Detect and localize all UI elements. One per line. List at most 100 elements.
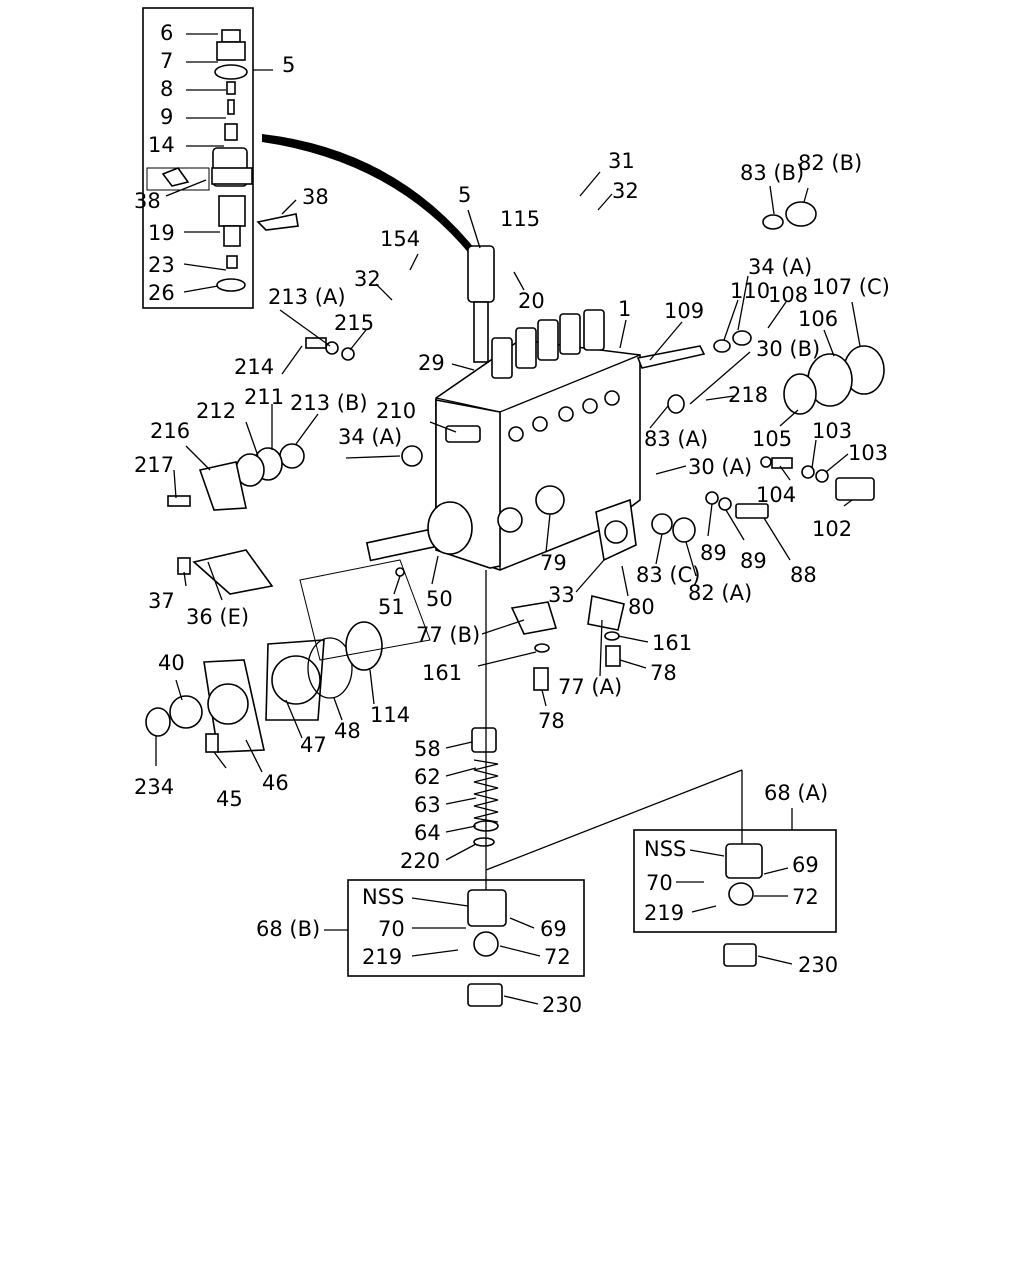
part-label: 62 (414, 765, 441, 789)
part-label: 89 (740, 549, 767, 573)
part-label: 30 (B) (756, 337, 820, 361)
part-label: 78 (650, 661, 677, 685)
part-label: 19 (148, 221, 175, 245)
part-label: 36 (E) (186, 605, 249, 629)
part-label: 115 (500, 207, 540, 231)
part-label: 103 (812, 419, 852, 443)
part-label: 219 (362, 945, 402, 969)
part-label: 70 (646, 871, 673, 895)
part-label: 83 (A) (644, 427, 708, 451)
part-label: 29 (418, 351, 445, 375)
leader-lines (155, 33, 861, 1005)
part-label: 213 (A) (268, 285, 346, 309)
part-label: NSS (644, 837, 686, 861)
part-label: 77 (A) (558, 675, 622, 699)
part-label: 38 (302, 185, 329, 209)
part-label: 80 (628, 595, 655, 619)
part-label: 64 (414, 821, 441, 845)
part-label: 45 (216, 787, 243, 811)
part-label: 9 (160, 105, 173, 129)
part-label: 216 (150, 419, 190, 443)
part-label: 217 (134, 453, 174, 477)
part-label: 14 (148, 133, 175, 157)
part-label: 20 (518, 289, 545, 313)
drive-parts (145, 559, 431, 753)
part-label: 211 (244, 385, 284, 409)
part-label: 23 (148, 253, 175, 277)
governor-parts (636, 201, 885, 543)
part-label: 88 (790, 563, 817, 587)
part-label: 30 (A) (688, 455, 752, 479)
part-label: 40 (158, 651, 185, 675)
part-label: NSS (362, 885, 404, 909)
part-label: 68 (A) (764, 781, 828, 805)
part-label: 6 (160, 21, 173, 45)
part-label: 70 (378, 917, 405, 941)
part-label: 83 (C) (636, 563, 700, 587)
part-label: 58 (414, 737, 441, 761)
part-label: 46 (262, 771, 289, 795)
part-label: 72 (544, 945, 571, 969)
part-label: 77 (B) (416, 623, 480, 647)
part-label: 114 (370, 703, 410, 727)
part-label: 219 (644, 901, 684, 925)
part-label: 33 (548, 583, 575, 607)
part-label: 103 (848, 441, 888, 465)
part-label: 37 (148, 589, 175, 613)
part-label: 161 (422, 661, 462, 685)
part-label: 218 (728, 383, 768, 407)
part-label: 108 (768, 283, 808, 307)
part-label: 32 (612, 179, 639, 203)
part-label: 26 (148, 281, 175, 305)
part-label: 110 (730, 279, 770, 303)
part-label: 105 (752, 427, 792, 451)
part-label: 154 (380, 227, 420, 251)
part-label: 1 (618, 297, 631, 321)
part-label: 34 (A) (338, 425, 402, 449)
part-label: 161 (652, 631, 692, 655)
part-label: 106 (798, 307, 838, 331)
left-parts (167, 337, 481, 595)
part-label: 220 (400, 849, 440, 873)
part-label: 82 (B) (798, 151, 862, 175)
part-label: 102 (812, 517, 852, 541)
part-label: 210 (376, 399, 416, 423)
part-label: 51 (378, 595, 405, 619)
part-label: 7 (160, 49, 173, 73)
inset-68a (633, 829, 837, 933)
part-label: 5 (282, 53, 295, 77)
part-label: 48 (334, 719, 361, 743)
part-label: 230 (798, 953, 838, 977)
part-labels: 6 7 5 8 9 14 38 38 19 23 26 5 31 32 115 … (134, 21, 890, 1017)
part-label: 230 (542, 993, 582, 1017)
part-label: 34 (A) (748, 255, 812, 279)
part-label: 109 (664, 299, 704, 323)
part-label: 107 (C) (812, 275, 890, 299)
delivery-valve-inset (142, 7, 299, 309)
tappet-parts (467, 570, 763, 1007)
part-label: 82 (A) (688, 581, 752, 605)
part-label: 212 (196, 399, 236, 423)
part-label: 31 (608, 149, 635, 173)
part-label: 214 (234, 355, 274, 379)
part-label: 8 (160, 77, 173, 101)
inset-68b (347, 879, 585, 977)
part-label: 78 (538, 709, 565, 733)
part-label: 50 (426, 587, 453, 611)
part-label: 32 (354, 267, 381, 291)
inset-arrow (262, 134, 482, 262)
part-label: 215 (334, 311, 374, 335)
part-label: 89 (700, 541, 727, 565)
part-label: 234 (134, 775, 174, 799)
part-label: 5 (458, 183, 471, 207)
part-label: 104 (756, 483, 796, 507)
part-label: 72 (792, 885, 819, 909)
part-label: 69 (792, 853, 819, 877)
part-label: 68 (B) (256, 917, 320, 941)
part-label: 83 (B) (740, 161, 804, 185)
part-label: 63 (414, 793, 441, 817)
part-label: 79 (540, 551, 567, 575)
part-label: 69 (540, 917, 567, 941)
part-label: 38 (134, 189, 161, 213)
